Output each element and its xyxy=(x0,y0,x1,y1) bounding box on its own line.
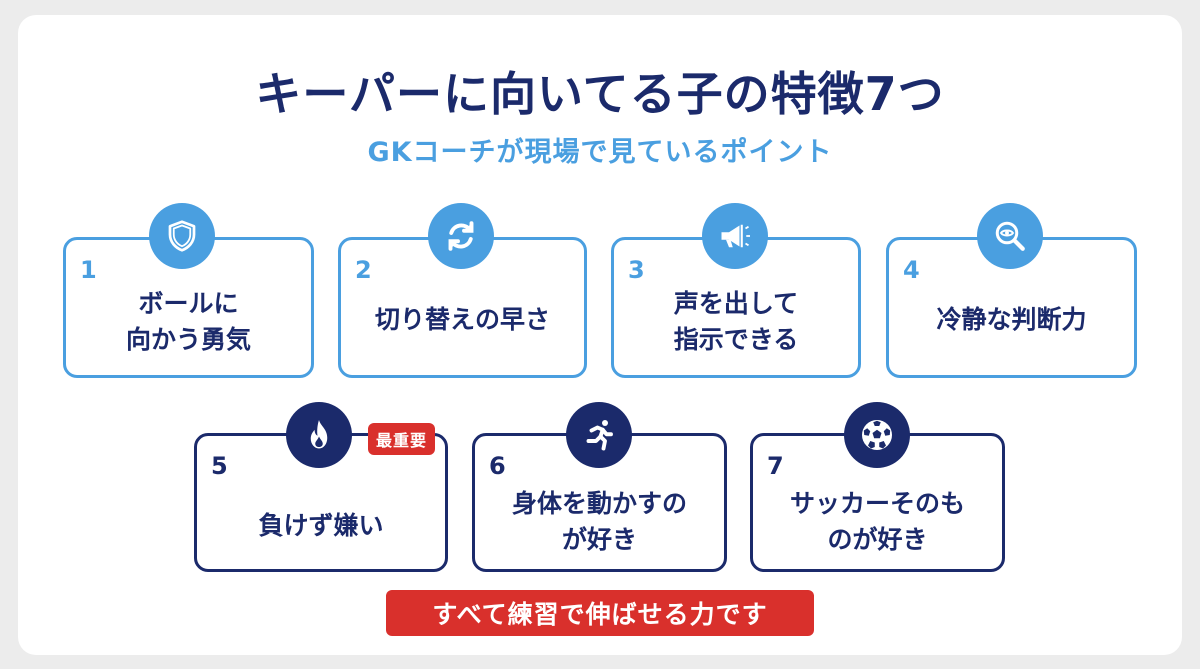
trait-number: 1 xyxy=(80,256,97,284)
most-important-badge: 最重要 xyxy=(368,423,436,455)
trait-label: 負けず嫌い xyxy=(258,511,384,540)
trait-label: 冷静な判断力 xyxy=(936,305,1087,334)
page-subtitle: GKコーチが現場で見ているポイント xyxy=(367,137,833,168)
trait-label: 声を出して 指示できる xyxy=(673,289,799,354)
trait-number: 3 xyxy=(628,256,645,284)
runner-icon xyxy=(566,402,632,468)
trait-number: 6 xyxy=(489,452,506,480)
trait-label: 切り替えの早さ xyxy=(374,305,550,334)
trait-number: 5 xyxy=(211,452,228,480)
page-title: キーパーに向いてる子の特徴7つ xyxy=(255,67,945,121)
trait-number: 2 xyxy=(355,256,372,284)
trait-label: 身体を動かすの が好き xyxy=(511,489,687,554)
shield-icon xyxy=(149,203,215,269)
magnifier-eye-icon xyxy=(977,203,1043,269)
fire-icon xyxy=(286,402,352,468)
trait-number: 4 xyxy=(903,256,920,284)
megaphone-icon xyxy=(702,203,768,269)
trait-number: 7 xyxy=(767,452,784,480)
trait-label: サッカーそのも のが好き xyxy=(789,489,965,554)
footer-banner: すべて練習で伸ばせる力です xyxy=(386,590,814,636)
refresh-icon xyxy=(428,203,494,269)
soccer-ball-icon xyxy=(844,402,910,468)
trait-label: ボールに 向かう勇気 xyxy=(125,289,251,354)
